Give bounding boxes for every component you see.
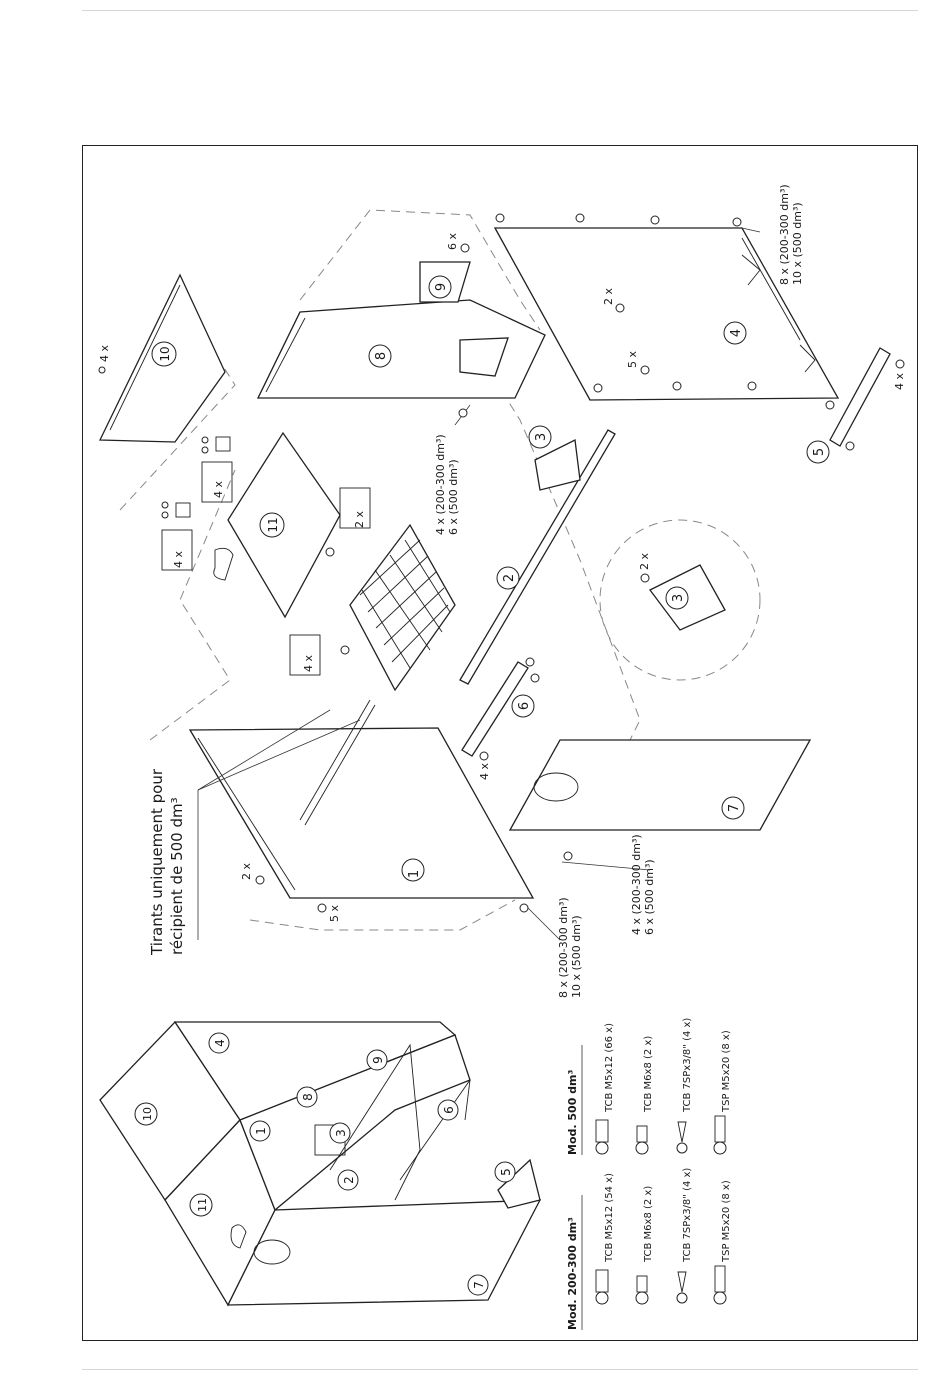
- part-badge-9-exploded: 9: [428, 275, 452, 299]
- part-badge-2-exploded: 2: [496, 566, 520, 590]
- svg-text:11: 11: [266, 517, 280, 532]
- svg-text:3: 3: [334, 1129, 348, 1137]
- qty-10x-bottom: 10 x (500 dm³): [570, 915, 583, 998]
- part-badge-6-assembled: 6: [437, 1099, 459, 1121]
- qty-4x-right: 4 x (200-300 dm³): [630, 834, 643, 935]
- rail-6: [461, 661, 529, 757]
- svg-text:9: 9: [434, 283, 449, 291]
- svg-text:10: 10: [141, 1107, 154, 1121]
- qty-4x-b: 4 x: [893, 373, 906, 390]
- part-badge-11-assembled: 11: [189, 1193, 213, 1217]
- qty-4x-e: 4 x: [302, 655, 315, 672]
- qty-6x-a: 6 x: [446, 233, 459, 250]
- front-panel-7: [226, 1199, 542, 1306]
- svg-text:1: 1: [407, 870, 422, 878]
- qty-8x-bottom: 8 x (200-300 dm³): [557, 897, 570, 998]
- part-number-badges: 1 2 3 3 4 5 6 7 8 9 10 11 1 2 3 4 5 6 7 …: [134, 275, 830, 1296]
- svg-text:11: 11: [196, 1198, 209, 1212]
- qty-2x-d: 2 x: [240, 863, 253, 880]
- svg-text:4: 4: [213, 1039, 227, 1047]
- qty-5x-b: 5 x: [328, 905, 341, 922]
- part-badge-5-exploded: 5: [806, 440, 830, 464]
- qty-6x-right: 6 x (500 dm³): [643, 859, 656, 935]
- part-badge-11-exploded: 11: [259, 512, 285, 538]
- svg-text:9: 9: [371, 1056, 385, 1064]
- tirants-note-line2: récipient de 500 dm³: [168, 797, 186, 955]
- svg-text:5: 5: [812, 448, 827, 456]
- svg-text:8: 8: [301, 1093, 315, 1101]
- qty-4x-f: 4 x: [478, 763, 491, 780]
- part-badge-9-assembled: 9: [366, 1049, 388, 1071]
- legend-500-item-1: TCB M5x12 (66 x): [604, 1023, 615, 1113]
- part-badge-7-exploded: 7: [721, 796, 745, 820]
- qty-10x-top: 10 x (500 dm³): [791, 202, 804, 285]
- part-badge-7-assembled: 7: [467, 1274, 489, 1296]
- part-badge-6-exploded: 6: [511, 694, 535, 718]
- part-badge-3-assembled: 3: [329, 1122, 351, 1144]
- rail-5: [829, 347, 891, 447]
- svg-text:2: 2: [502, 574, 517, 582]
- qty-8x-top: 8 x (200-300 dm³): [778, 184, 791, 285]
- panel-8-opening: [459, 337, 509, 377]
- part-badge-4-assembled: 4: [208, 1032, 230, 1054]
- svg-text:10: 10: [158, 346, 172, 361]
- svg-text:2: 2: [342, 1176, 356, 1184]
- grid-panel: [349, 523, 456, 692]
- assembled-view: [99, 1020, 542, 1307]
- part-badge-8-exploded: 8: [368, 344, 392, 368]
- qty-4x-c: 4 x: [212, 481, 225, 498]
- svg-text:1: 1: [254, 1127, 268, 1135]
- part-badge-8-assembled: 8: [296, 1086, 318, 1108]
- rotated-text: Tirants uniquement pour récipient de 500…: [98, 184, 906, 998]
- svg-text:4: 4: [729, 329, 744, 337]
- svg-text:5: 5: [499, 1168, 513, 1176]
- svg-text:8: 8: [374, 352, 389, 360]
- rail-5-assembled: [497, 1158, 541, 1209]
- qty-2x-c: 2 x: [638, 553, 651, 570]
- svg-text:7: 7: [472, 1281, 486, 1289]
- part-badge-5-assembled: 5: [494, 1161, 516, 1183]
- panel-7: [508, 739, 812, 831]
- svg-text:3: 3: [671, 594, 686, 602]
- legend-500-item-3: TCB 7SPx3/8" (4 x): [682, 1018, 693, 1113]
- legend-200-item-4: TSP M5x20 (8 x): [721, 1180, 732, 1263]
- qty-4x-a: 4 x: [98, 345, 111, 362]
- qty-2x-b: 2 x: [353, 511, 366, 528]
- legend-title-500: Mod. 500 dm³: [566, 1069, 579, 1155]
- legend-200-item-3: TCB 7SPx3/8" (4 x): [682, 1168, 693, 1263]
- legend-200-screws: [595, 1265, 727, 1305]
- part-badge-3-detail: 3: [665, 586, 689, 610]
- part-badge-10-assembled: 10: [134, 1102, 158, 1126]
- legend-500-item-4: TSP M5x20 (8 x): [721, 1030, 732, 1113]
- qty-2x-a: 2 x: [602, 288, 615, 305]
- legend-200-item-1: TCB M5x12 (54 x): [604, 1173, 615, 1263]
- bracket-3: [534, 439, 581, 491]
- screw-legend: Mod. 200-300 dm³ Mod. 500 dm³ TCB M5x12 …: [566, 1018, 732, 1330]
- rail-2: [459, 429, 616, 685]
- qty-5x-a: 5 x: [626, 351, 639, 368]
- legend-500-item-2: TCB M6x8 (2 x): [643, 1036, 654, 1113]
- part-badge-1-assembled: 1: [249, 1120, 271, 1142]
- qty-4x-mid: 4 x (200-300 dm³): [434, 434, 447, 535]
- part-badge-2-assembled: 2: [337, 1169, 359, 1191]
- qty-4x-d: 4 x: [172, 551, 185, 568]
- part-badge-1-exploded: 1: [401, 858, 425, 882]
- footer-rule: [82, 1369, 918, 1370]
- legend-title-200-300: Mod. 200-300 dm³: [566, 1217, 579, 1330]
- inner-panel-8: [239, 1034, 471, 1212]
- part-badge-4-exploded: 4: [723, 321, 747, 345]
- qty-6x-mid: 6 x (500 dm³): [447, 459, 460, 535]
- header-rule: [82, 10, 918, 11]
- legend-200-item-2: TCB M6x8 (2 x): [643, 1186, 654, 1263]
- part-badge-10-exploded: 10: [151, 341, 177, 367]
- svg-text:7: 7: [727, 804, 742, 812]
- tirants-note-line1: Tirants uniquement pour: [148, 768, 166, 956]
- part-badge-3-exploded: 3: [528, 425, 552, 449]
- svg-text:6: 6: [517, 702, 532, 710]
- svg-text:3: 3: [534, 433, 549, 441]
- svg-text:6: 6: [442, 1106, 456, 1114]
- drawing-frame: [82, 145, 918, 1341]
- legend-500-screws: [595, 1115, 727, 1155]
